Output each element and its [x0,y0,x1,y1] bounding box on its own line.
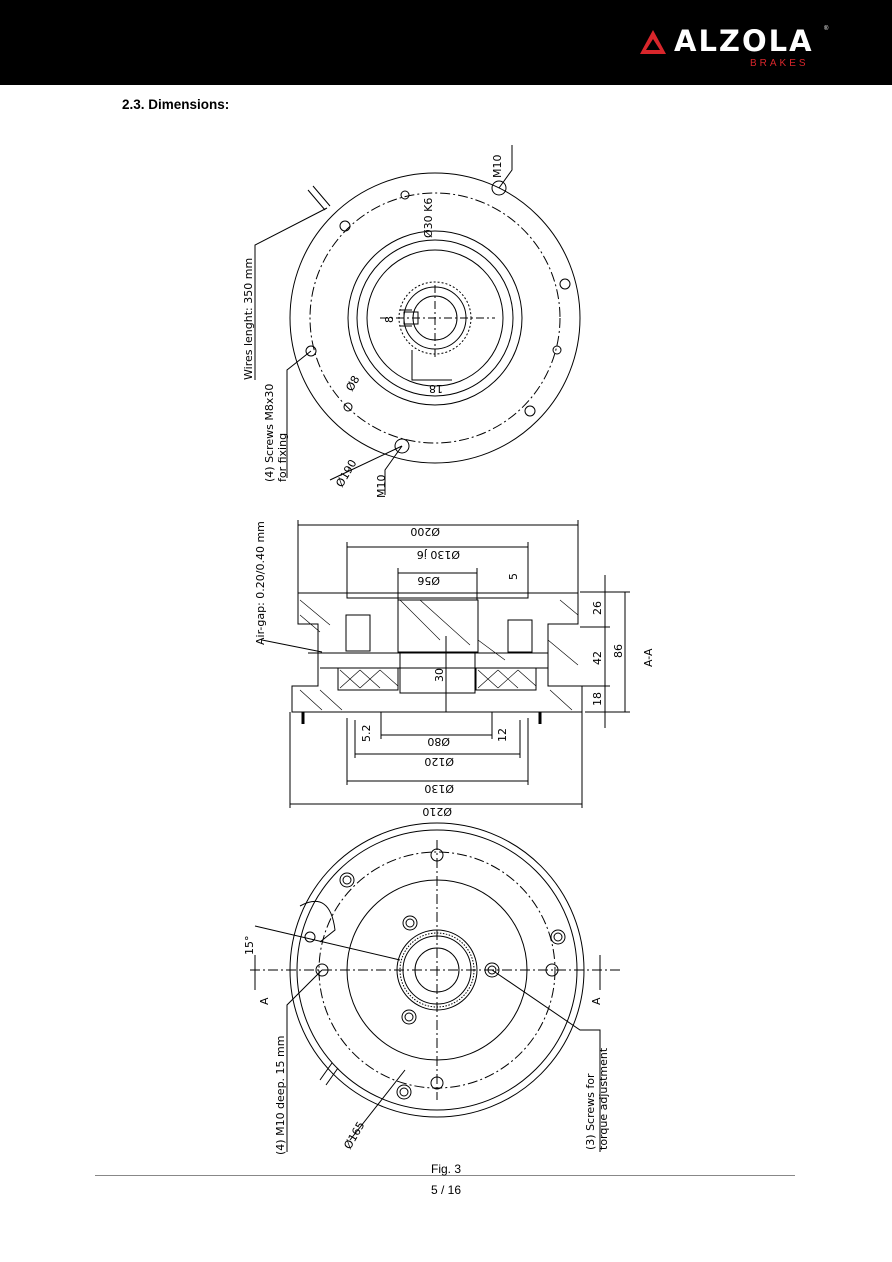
wires-label: Wires lenght: 350 mm [242,258,255,380]
d210-label: Ø210 [422,805,452,818]
dim42-label: 42 [591,651,604,665]
air-gap-label: Air-gap: 0.20/0.40 mm [254,521,267,645]
page-number: 5 / 16 [430,1183,462,1197]
dim18-label: 18 [591,692,604,706]
bottom-view: 15° A A (4) M10 deep. 15 mm Ø165 (3) Scr… [243,822,620,1155]
figure-caption: Fig. 3 [430,1162,461,1176]
triangle-logo-icon [640,30,666,54]
footer-divider [95,1175,795,1176]
logo-word: ALZOLA [674,24,814,58]
section-a-left-label: A [258,997,271,1005]
page-header: ALZOLA ® BRAKES [0,0,892,85]
key-width-label: 8 [383,316,396,323]
top-m10-label: M10 [491,155,504,179]
torque-label-2: torque adjustment [597,1047,610,1150]
bore-label: Ø30 K6 [422,198,435,238]
angle-label: 15° [243,936,256,956]
pcd-label: Ø190 [333,457,359,489]
dim12-label: 12 [496,728,509,742]
bottom-m10-label: M10 [375,475,388,499]
d200-label: Ø200 [410,525,440,538]
d80-label: Ø80 [427,735,450,748]
section-title: 2.3. Dimensions: [122,97,230,112]
alzola-logo: ALZOLA ® BRAKES [638,24,838,70]
pcd165-label: Ø165 [341,1119,367,1151]
dim5-2-label: 5.2 [360,725,373,743]
d130-label: Ø130 [424,782,454,795]
dim30-label: 30 [433,668,446,682]
d120-label: Ø120 [424,755,454,768]
key-depth-label: 18 [429,382,443,395]
section-a-a-label: A-A [642,648,655,667]
dim86-label: 86 [612,644,625,658]
dim5-label: 5 [507,573,520,580]
screws-label-2: for fixing [276,433,289,482]
dim26-label: 26 [591,601,604,615]
d130j6-label: Ø130 j6 [417,548,460,561]
screws-label-1: (4) Screws M8x30 [263,384,276,482]
section-a-right-label: A [590,997,603,1005]
logo-registered: ® [824,26,829,32]
d56-label: Ø56 [417,574,440,587]
hole-label: Ø8 [343,373,362,393]
logo-subtext: BRAKES [750,58,809,69]
torque-label-1: (3) Screws for [584,1073,597,1150]
section-view: Ø200 Ø130 j6 Ø56 5 Air-gap: 0.20/0.40 mm… [254,520,655,818]
top-view: M10 Ø30 K6 Wires lenght: 350 mm (4) Scre… [242,145,581,499]
m10-holes-label: (4) M10 deep. 15 mm [274,1036,287,1155]
